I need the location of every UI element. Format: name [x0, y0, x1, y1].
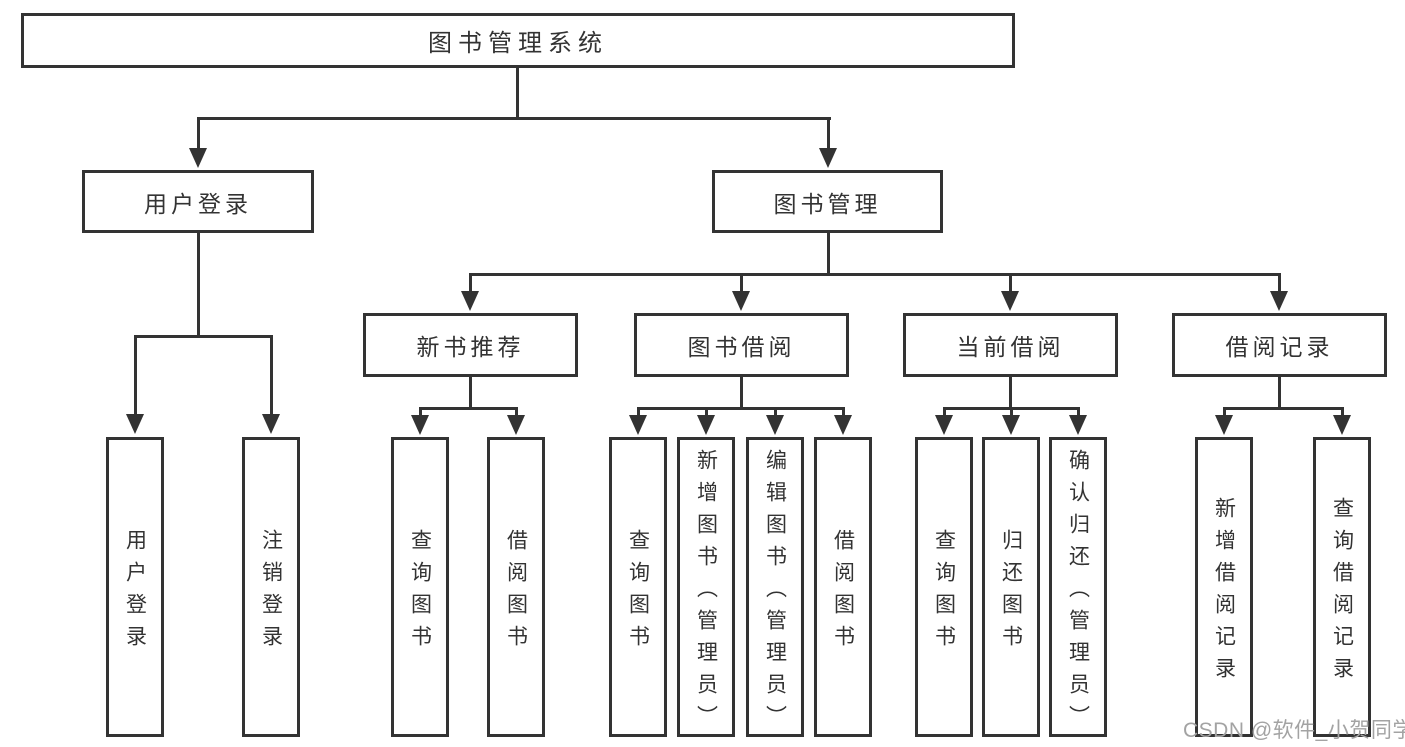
arrow-down-icon	[1002, 415, 1020, 435]
leaf-query-books-recommend-label: 查询图书	[408, 528, 432, 657]
node-book-borrowing: 图书借阅	[634, 313, 849, 377]
leaf-borrow-books: 借阅图书	[814, 437, 872, 737]
leaf-borrow-books-recommend: 借阅图书	[487, 437, 545, 737]
leaf-add-books-admin: 新增图书（管理员）	[677, 437, 735, 737]
connector-user-login-stub	[197, 233, 200, 335]
node-new-book-recommendation-label: 新书推荐	[416, 334, 525, 360]
node-book-borrowing-label: 图书借阅	[687, 334, 796, 360]
node-user-login-label: 用户登录	[144, 190, 252, 217]
arrow-down-icon	[189, 148, 207, 168]
arrow-down-icon	[1001, 291, 1019, 311]
arrow-down-icon	[507, 415, 525, 435]
arrow-down-icon	[629, 415, 647, 435]
leaf-query-books-borrowing: 查询图书	[609, 437, 667, 737]
connector-arrow-shaft	[419, 407, 422, 417]
node-current-borrowing-label: 当前借阅	[956, 334, 1065, 360]
arrow-down-icon	[766, 415, 784, 435]
connector-group-spine	[419, 407, 518, 410]
leaf-query-books-borrowing-label: 查询图书	[626, 528, 650, 657]
connector-group-stub	[469, 377, 472, 407]
connector-arrow-shaft	[469, 273, 472, 293]
connector-arrow-shaft	[1077, 407, 1080, 417]
leaf-edit-books-admin-label: 编辑图书（管理员）	[763, 448, 787, 737]
leaf-add-borrow-record: 新增借阅记录	[1195, 437, 1253, 737]
connector-arrow-shaft	[842, 407, 845, 417]
node-user-login: 用户登录	[82, 170, 314, 233]
connector-level2-spine	[197, 117, 831, 120]
leaf-query-books-current: 查询图书	[915, 437, 973, 737]
connector-group-stub	[1278, 377, 1281, 407]
arrow-down-icon	[1333, 415, 1351, 435]
leaf-return-books: 归还图书	[982, 437, 1040, 737]
connector-group-spine	[637, 407, 845, 410]
node-book-management: 图书管理	[712, 170, 943, 233]
connector-arrow-shaft	[1009, 273, 1012, 293]
arrow-down-icon	[126, 414, 144, 434]
node-root-label: 图书管理系统	[428, 30, 608, 57]
connector-arrow-shaft	[134, 335, 137, 416]
connector-group-spine	[1223, 407, 1344, 410]
node-borrowing-records: 借阅记录	[1172, 313, 1387, 377]
leaf-query-books-recommend: 查询图书	[391, 437, 449, 737]
connector-arrow-shaft	[1223, 407, 1226, 417]
connector-arrow-shaft	[943, 407, 946, 417]
connector-arrow-shaft	[270, 335, 273, 416]
arrow-down-icon	[732, 291, 750, 311]
leaf-confirm-return-admin-label: 确认归还（管理员）	[1066, 448, 1090, 737]
arrow-down-icon	[262, 414, 280, 434]
connector-arrow-shaft	[1010, 407, 1013, 417]
connector-arrow-shaft	[705, 407, 708, 417]
arrow-down-icon	[935, 415, 953, 435]
connector-arrow-shaft	[774, 407, 777, 417]
leaf-logout-login: 注销登录	[242, 437, 300, 737]
leaf-edit-books-admin: 编辑图书（管理员）	[746, 437, 804, 737]
arrow-down-icon	[834, 415, 852, 435]
leaf-return-books-label: 归还图书	[999, 528, 1023, 657]
leaf-confirm-return-admin: 确认归还（管理员）	[1049, 437, 1107, 737]
connector-level3-spine	[469, 273, 1281, 276]
leaf-query-books-current-label: 查询图书	[932, 528, 956, 657]
leaf-logout-login-label: 注销登录	[259, 528, 283, 657]
leaf-add-books-admin-label: 新增图书（管理员）	[694, 448, 718, 737]
arrow-down-icon	[461, 291, 479, 311]
connector-group-stub	[1009, 377, 1012, 407]
arrow-down-icon	[411, 415, 429, 435]
connector-arrow-shaft	[827, 117, 830, 150]
leaf-query-borrow-record-label: 查询借阅记录	[1330, 496, 1354, 689]
leaf-borrow-books-label: 借阅图书	[831, 528, 855, 657]
connector-root-stub	[516, 68, 519, 117]
node-book-management-label: 图书管理	[773, 190, 882, 217]
connector-arrow-shaft	[515, 407, 518, 417]
leaf-borrow-books-recommend-label: 借阅图书	[504, 528, 528, 657]
connector-group-stub	[740, 377, 743, 407]
connector-arrow-shaft	[197, 117, 200, 150]
connector-book-mgmt-stub	[827, 233, 830, 273]
arrow-down-icon	[1270, 291, 1288, 311]
leaf-query-borrow-record: 查询借阅记录	[1313, 437, 1371, 737]
connector-arrow-shaft	[637, 407, 640, 417]
watermark: CSDN @软件_小贺同学	[1183, 719, 1405, 742]
connector-arrow-shaft	[1341, 407, 1344, 417]
arrow-down-icon	[697, 415, 715, 435]
node-borrowing-records-label: 借阅记录	[1225, 334, 1334, 360]
leaf-user-login-label: 用户登录	[123, 528, 147, 657]
leaf-add-borrow-record-label: 新增借阅记录	[1212, 496, 1236, 689]
connector-user-login-spine	[134, 335, 273, 338]
node-new-book-recommendation: 新书推荐	[363, 313, 578, 377]
arrow-down-icon	[1069, 415, 1087, 435]
node-root: 图书管理系统	[21, 13, 1015, 68]
arrow-down-icon	[819, 148, 837, 168]
node-current-borrowing: 当前借阅	[903, 313, 1118, 377]
leaf-user-login: 用户登录	[106, 437, 164, 737]
connector-arrow-shaft	[740, 273, 743, 293]
connector-arrow-shaft	[1278, 273, 1281, 293]
arrow-down-icon	[1215, 415, 1233, 435]
